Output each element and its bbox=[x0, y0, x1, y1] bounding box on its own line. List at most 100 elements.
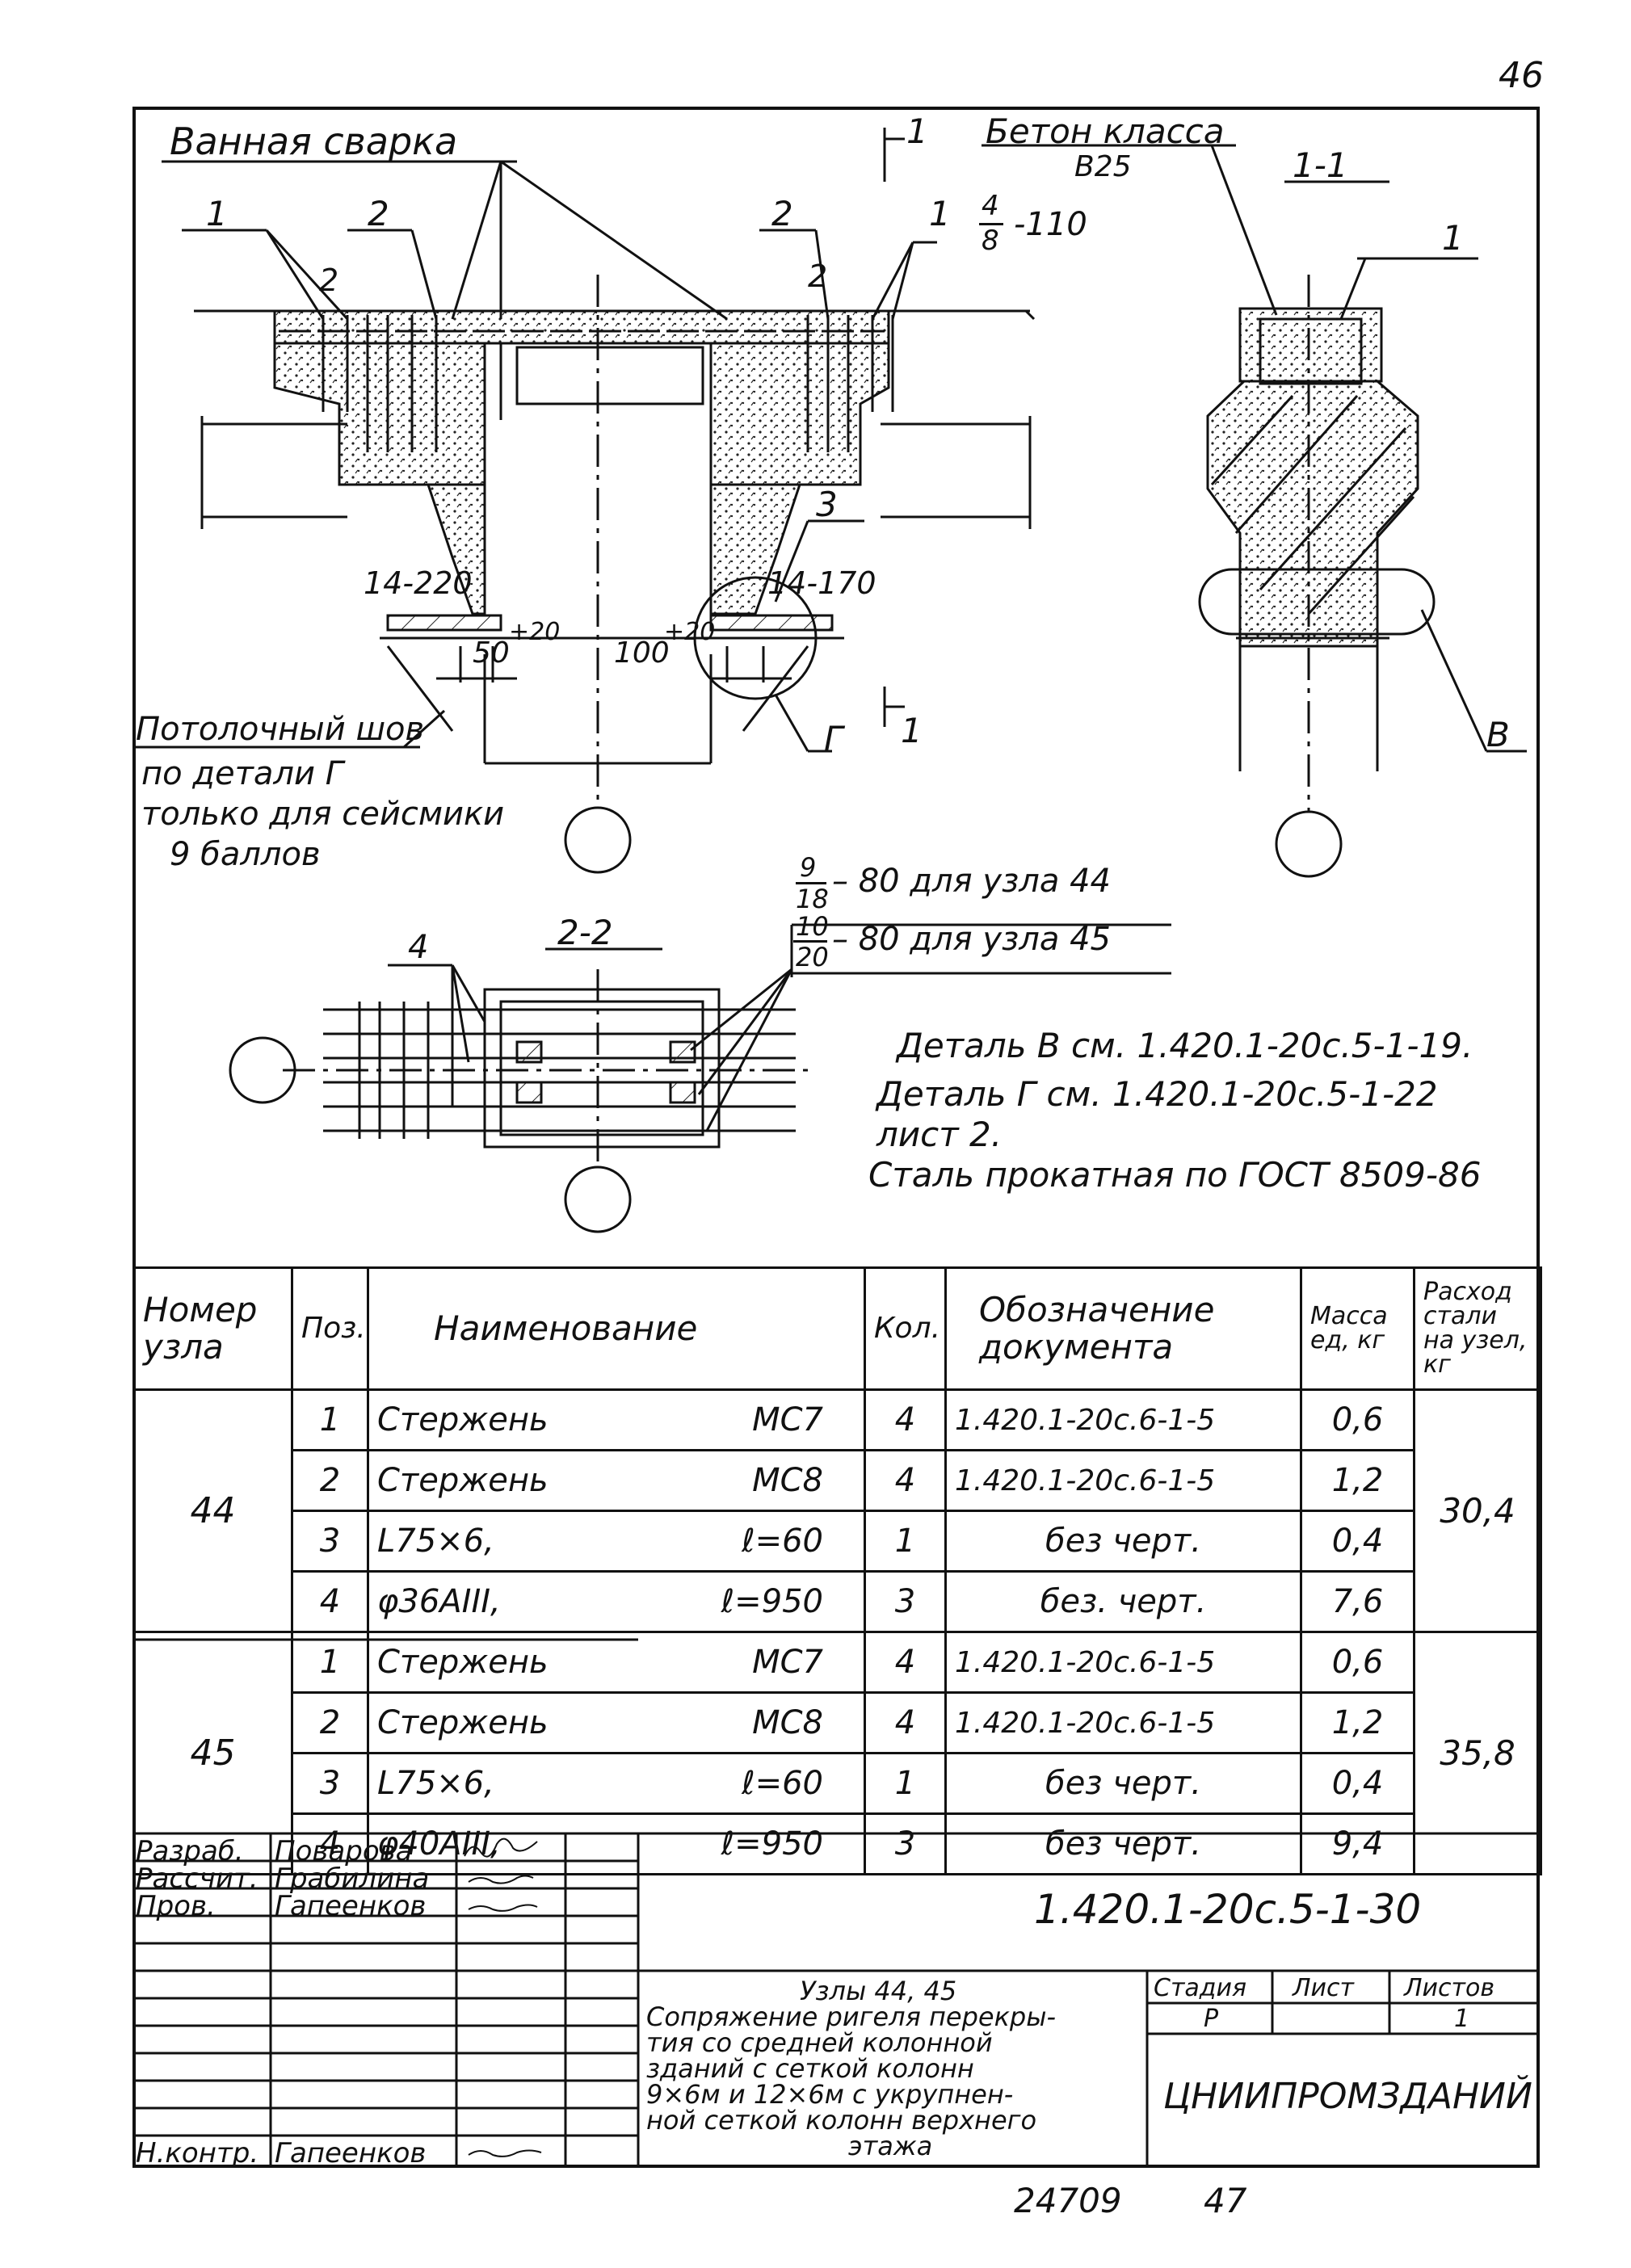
ceiling-note-2: по детали Г bbox=[141, 755, 343, 792]
pos-cell: 1 bbox=[291, 1388, 369, 1451]
pos-cell: 3 bbox=[291, 1752, 369, 1815]
item-name: L75×6, bbox=[377, 1522, 494, 1560]
detail-g-label: Г bbox=[824, 719, 843, 758]
item-mark: МС7 bbox=[752, 1401, 823, 1438]
item-name: Стержень bbox=[377, 1644, 549, 1681]
sheet-value: 1 bbox=[1454, 2005, 1470, 2033]
item-mark: ℓ=950 bbox=[721, 1825, 823, 1863]
page-number: 46 bbox=[1499, 55, 1544, 96]
pos-cell: 2 bbox=[291, 1449, 369, 1512]
header-pos: Поз. bbox=[291, 1266, 369, 1391]
subject-line-4: зданий с сеткой колонн bbox=[646, 2053, 974, 2084]
doc-cell: без черт. bbox=[944, 1812, 1302, 1875]
pos-label: 1 bbox=[1442, 218, 1464, 258]
doc-cell: 1.420.1-20с.6-1-5 bbox=[944, 1691, 1302, 1754]
item-name: Стержень bbox=[377, 1704, 549, 1741]
dim-50-tol: +20 bbox=[509, 618, 561, 646]
pos-cell: 3 bbox=[291, 1510, 369, 1573]
subject-line-1: Узлы 44, 45 bbox=[800, 1976, 957, 2006]
node-44-note: – 80 для узла 44 bbox=[832, 863, 1111, 900]
header-mass: Масса ед, кг bbox=[1300, 1266, 1415, 1391]
table-row: 3 L75×6,ℓ=60 1 без черт. 0,4 bbox=[134, 1510, 1541, 1573]
header-qty: Кол. bbox=[864, 1266, 947, 1391]
mass-cell: 9,4 bbox=[1300, 1812, 1415, 1875]
node-number: 44 bbox=[132, 1388, 293, 1633]
detail-v-label: В bbox=[1486, 715, 1510, 754]
frac-20: 20 bbox=[796, 942, 829, 972]
dim-100-tol: +20 bbox=[664, 618, 716, 646]
pos-cell: 4 bbox=[291, 1570, 369, 1633]
role-calculator: Рассчит. bbox=[136, 1863, 259, 1895]
name-cell: φ40АIII,ℓ=950 bbox=[367, 1812, 866, 1875]
concrete-label: Бетон класса bbox=[986, 111, 1225, 151]
section-title-1-1: 1-1 bbox=[1293, 145, 1348, 185]
pos-fraction-top: 4 bbox=[982, 190, 999, 222]
qty-cell: 3 bbox=[864, 1570, 947, 1633]
ceiling-note-1: Потолочный шов bbox=[136, 711, 425, 748]
doc-cell: 1.420.1-20с.6-1-5 bbox=[944, 1631, 1302, 1694]
stage-value: Р bbox=[1204, 2005, 1219, 2033]
pos-label: 1 bbox=[929, 194, 951, 233]
mass-cell: 0,6 bbox=[1300, 1388, 1415, 1451]
pos-label: 1 bbox=[206, 194, 228, 233]
qty-cell: 1 bbox=[864, 1510, 947, 1573]
fraction-bar bbox=[979, 223, 1003, 225]
dim-50: 50 bbox=[473, 636, 510, 670]
header-steel: Расход стали на узел, кг bbox=[1413, 1266, 1542, 1391]
doc-cell: 1.420.1-20с.6-1-5 bbox=[944, 1388, 1302, 1451]
section-mark-bottom: 1 bbox=[901, 711, 923, 750]
concrete-class: В25 bbox=[1074, 150, 1132, 183]
dim-100: 100 bbox=[614, 636, 670, 670]
stage-label: Стадия bbox=[1154, 1974, 1247, 2002]
sheet-label: Лист bbox=[1293, 1974, 1355, 2002]
item-name: φ36АIII, bbox=[377, 1583, 501, 1620]
node-45-note: – 80 для узла 45 bbox=[832, 921, 1111, 958]
item-name: L75×6, bbox=[377, 1765, 494, 1802]
section-title-2-2: 2-2 bbox=[557, 913, 613, 952]
header-name: Наименование bbox=[367, 1266, 866, 1391]
fraction-bar bbox=[793, 940, 827, 943]
pitch-label: -110 bbox=[1014, 206, 1087, 243]
role-norm-control: Н.контр. bbox=[136, 2137, 259, 2169]
mass-cell: 7,6 bbox=[1300, 1570, 1415, 1633]
note-detail-v: Деталь В см. 1.420.1-20с.5-1-19. bbox=[897, 1026, 1473, 1065]
frac-10: 10 bbox=[796, 911, 829, 942]
footer-page: 47 bbox=[1204, 2181, 1247, 2220]
mass-cell: 0,4 bbox=[1300, 1510, 1415, 1573]
qty-cell: 4 bbox=[864, 1691, 947, 1754]
item-name: Стержень bbox=[377, 1462, 549, 1499]
doc-cell: без черт. bbox=[944, 1752, 1302, 1815]
drawing-frame bbox=[132, 107, 1540, 2168]
pos-label: 4 bbox=[408, 929, 429, 966]
subject-line-2: Сопряжение ригеля перекры- bbox=[646, 2001, 1057, 2032]
pos-label: 2 bbox=[368, 194, 389, 233]
note-steel: Сталь прокатная по ГОСТ 8509-86 bbox=[868, 1155, 1482, 1195]
archive-number: 24709 bbox=[1014, 2181, 1122, 2220]
document-code: 1.420.1-20с.5-1-30 bbox=[1034, 1886, 1422, 1933]
header-doc: Обозначение документа bbox=[944, 1266, 1302, 1391]
pos-label: 2 bbox=[808, 258, 828, 294]
name-cell: L75×6,ℓ=60 bbox=[367, 1510, 866, 1573]
note-sheet: лист 2. bbox=[876, 1115, 1003, 1154]
doc-cell: без. черт. bbox=[944, 1570, 1302, 1633]
node-total-steel: 30,4 bbox=[1413, 1388, 1542, 1633]
name-cell: φ36АIII,ℓ=950 bbox=[367, 1570, 866, 1633]
subject-line-3: тия со средней колонной bbox=[646, 2027, 993, 2058]
role-checker: Пров. bbox=[136, 1890, 216, 1922]
pos-cell: 2 bbox=[291, 1691, 369, 1754]
doc-cell: без черт. bbox=[944, 1510, 1302, 1573]
qty-cell: 3 bbox=[864, 1812, 947, 1875]
weld-spec-right: 14-170 bbox=[767, 565, 876, 601]
item-mark: ℓ=60 bbox=[742, 1765, 823, 1802]
frac-18: 18 bbox=[796, 884, 829, 914]
subject-line-7: этажа bbox=[848, 2131, 933, 2161]
organization: ЦНИИПРОМЗДАНИЙ bbox=[1163, 2076, 1532, 2117]
